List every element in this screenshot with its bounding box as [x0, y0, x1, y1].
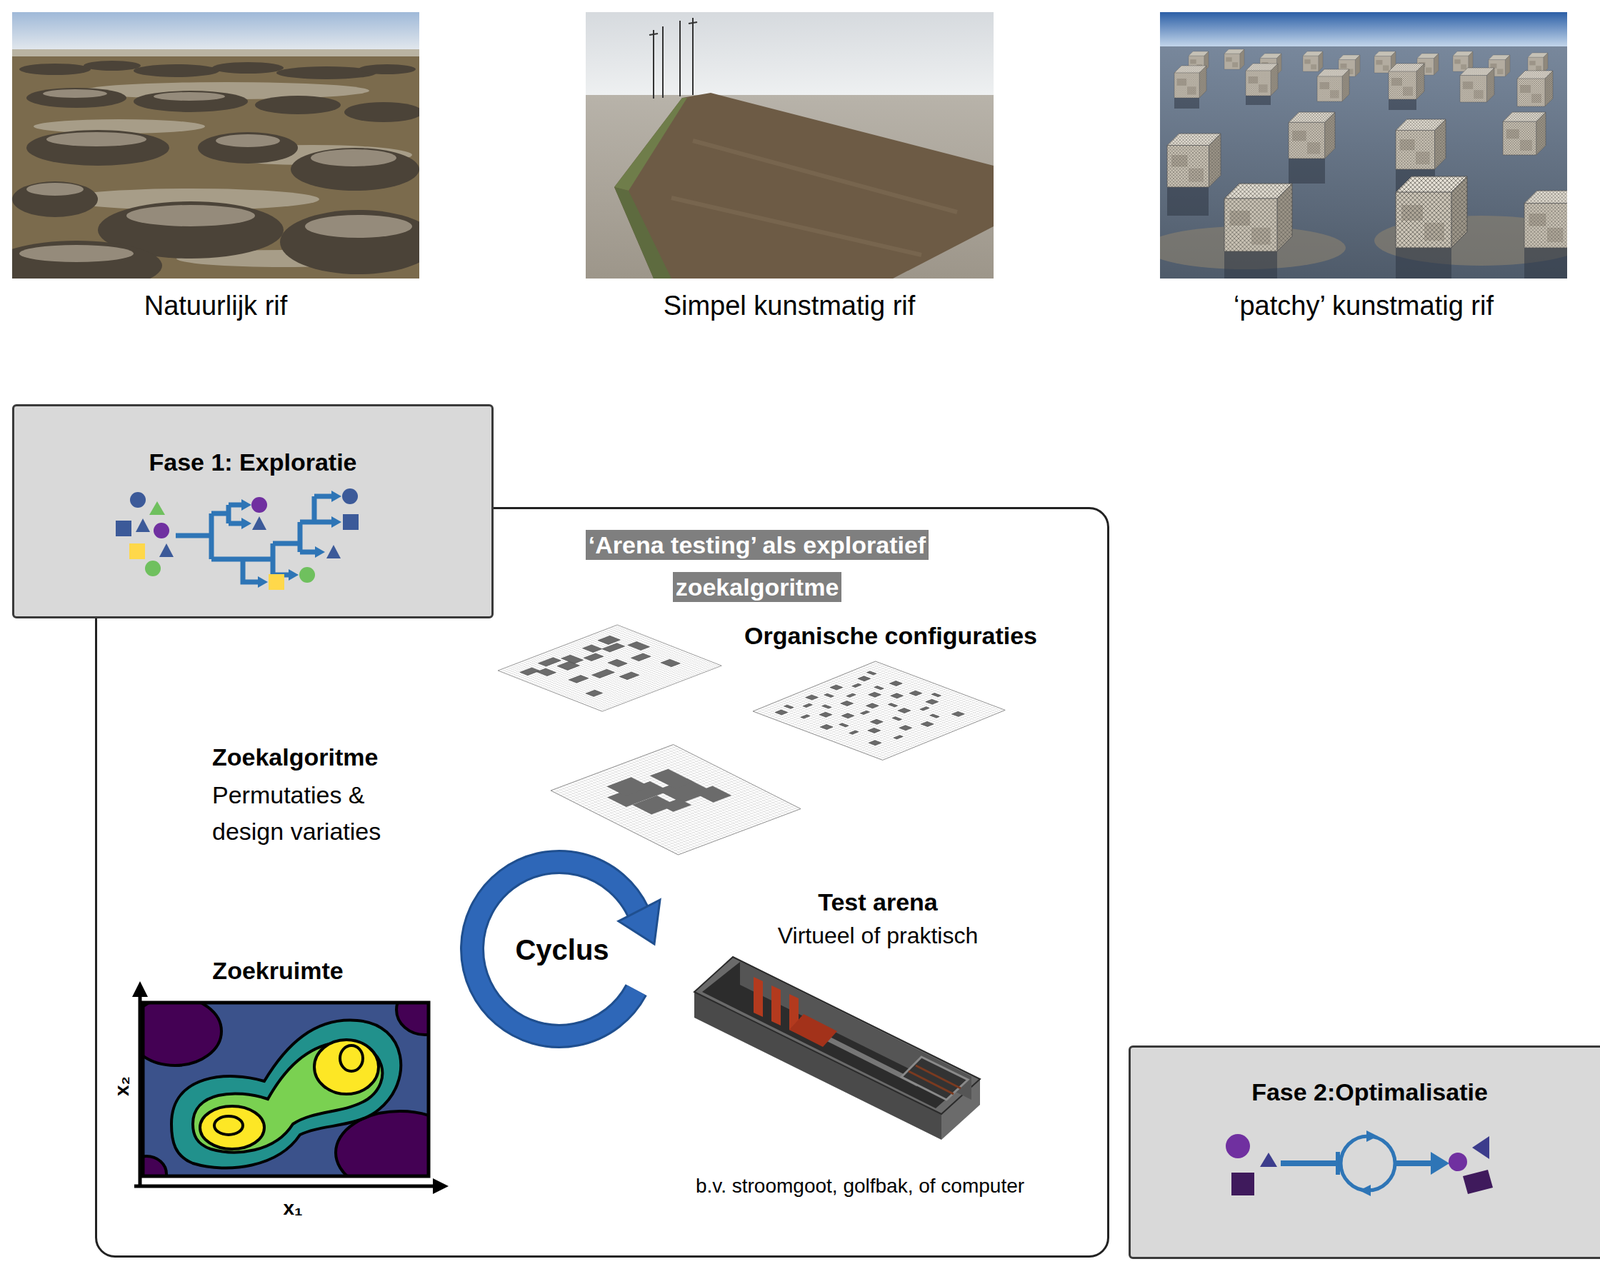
panel-title: ‘Arena testing’ als exploratief zoekalgo… — [585, 530, 929, 603]
phase-box: Fase 2:Optimalisatie — [1128, 1045, 1600, 1260]
plot-axes — [132, 981, 449, 1195]
photo-caption: Simpel kunstmatig rif — [663, 290, 916, 322]
arena-panel: ‘Arena testing’ als exploratief zoekalgo… — [95, 507, 1110, 1258]
photo-caption: ‘patchy’ kunstmatig rif — [1233, 290, 1494, 322]
axis-label: x₂ — [110, 1076, 134, 1097]
photo-natural-reef — [0, 12, 438, 291]
description-text: Permutaties & design variaties — [212, 777, 434, 850]
section-heading: Test arena — [817, 888, 938, 917]
exploration-icon — [14, 406, 472, 621]
section-heading: Organische configuraties — [744, 622, 1038, 650]
flume-illustration — [694, 957, 980, 1140]
panel-title-wrap: ‘Arena testing’ als exploratief zoekalgo… — [564, 526, 950, 611]
phase-title: Fase 1: Exploratie — [14, 448, 492, 477]
note-text: b.v. stroomgoot, golfbak, of computer — [695, 1175, 1025, 1198]
configuration-grid — [497, 625, 722, 712]
photo-simple-reef — [585, 12, 994, 279]
description-text: Virtueel of praktisch — [777, 922, 978, 950]
photo-patchy-reef — [1145, 12, 1589, 279]
configuration-grid — [550, 745, 801, 855]
cycle-arrow — [472, 862, 660, 1037]
phase-box: Fase 1: Exploratie — [12, 404, 494, 619]
cycle-label: Cyclus — [515, 934, 609, 967]
axis-label: x₁ — [282, 1197, 303, 1220]
section-heading: Zoekalgoritme — [212, 743, 378, 772]
photo-caption: Natuurlijk rif — [144, 290, 288, 322]
contour-plot — [126, 985, 465, 1195]
configuration-grid — [752, 661, 1005, 760]
section-heading: Zoekruimte — [212, 957, 343, 985]
phase-title: Fase 2:Optimalisatie — [1130, 1078, 1600, 1107]
